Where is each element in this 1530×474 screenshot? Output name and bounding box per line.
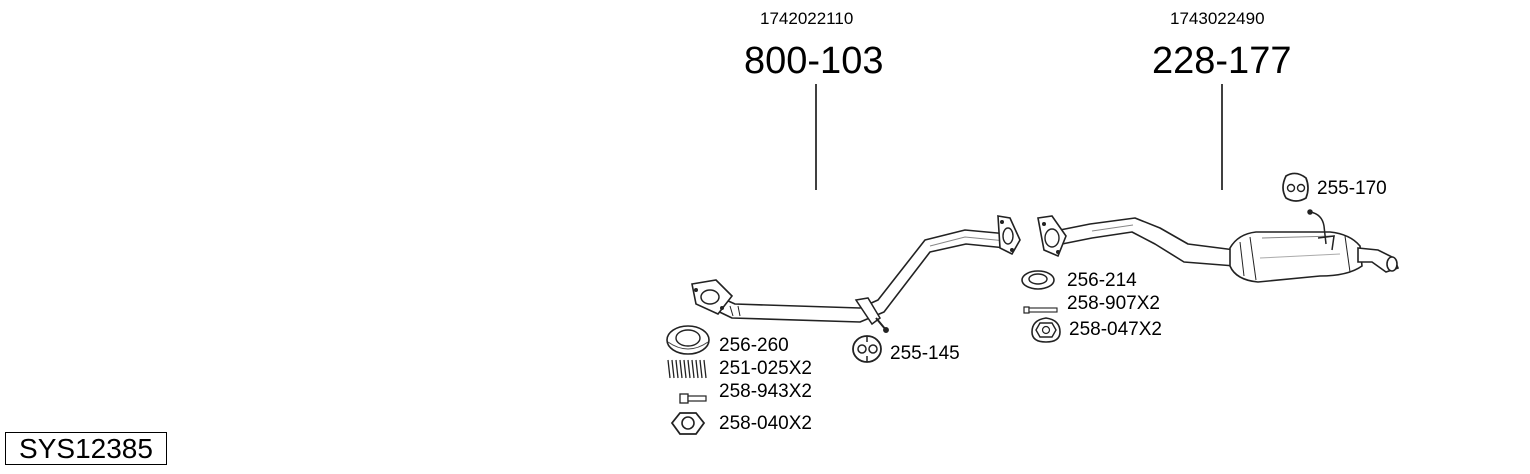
nut-icon bbox=[1031, 317, 1061, 343]
bolt-part-number: 258-943X2 bbox=[719, 381, 812, 402]
spring-part-number: 251-025X2 bbox=[719, 358, 812, 379]
gasket-part-number: 256-260 bbox=[719, 335, 789, 356]
hanger-bracket bbox=[1307, 209, 1335, 251]
hanger-part-number: 255-145 bbox=[890, 343, 960, 364]
rear-pipe bbox=[1049, 217, 1236, 267]
front-pipe bbox=[704, 229, 1009, 323]
hanger-bracket bbox=[854, 297, 889, 333]
nut-part-number: 258-047X2 bbox=[1069, 319, 1162, 340]
bolt-icon bbox=[1023, 306, 1058, 314]
nut-part-number: 258-040X2 bbox=[719, 413, 812, 434]
gasket-part-number: 256-214 bbox=[1067, 270, 1137, 291]
hanger-part-number: 255-170 bbox=[1317, 178, 1387, 199]
hanger-icon bbox=[1282, 172, 1309, 202]
gasket-icon bbox=[1021, 270, 1055, 290]
flange-icon bbox=[997, 215, 1021, 256]
part-number: 228-177 bbox=[1152, 40, 1292, 82]
bolt-part-number: 258-907X2 bbox=[1067, 293, 1160, 314]
system-code-box: SYS12385 bbox=[5, 432, 167, 465]
bolt-icon bbox=[679, 393, 707, 404]
spring-icon bbox=[667, 359, 707, 379]
oem-number: 1743022490 bbox=[1170, 9, 1265, 28]
muffler-icon bbox=[1229, 231, 1363, 283]
tailpipe bbox=[1357, 247, 1400, 273]
flange-icon bbox=[691, 279, 734, 315]
hanger-icon bbox=[852, 335, 882, 363]
oem-number: 1742022110 bbox=[760, 9, 854, 28]
gasket-icon bbox=[666, 325, 710, 355]
part-number: 800-103 bbox=[744, 40, 884, 82]
flange-icon bbox=[1037, 215, 1067, 258]
nut-icon bbox=[670, 412, 706, 435]
